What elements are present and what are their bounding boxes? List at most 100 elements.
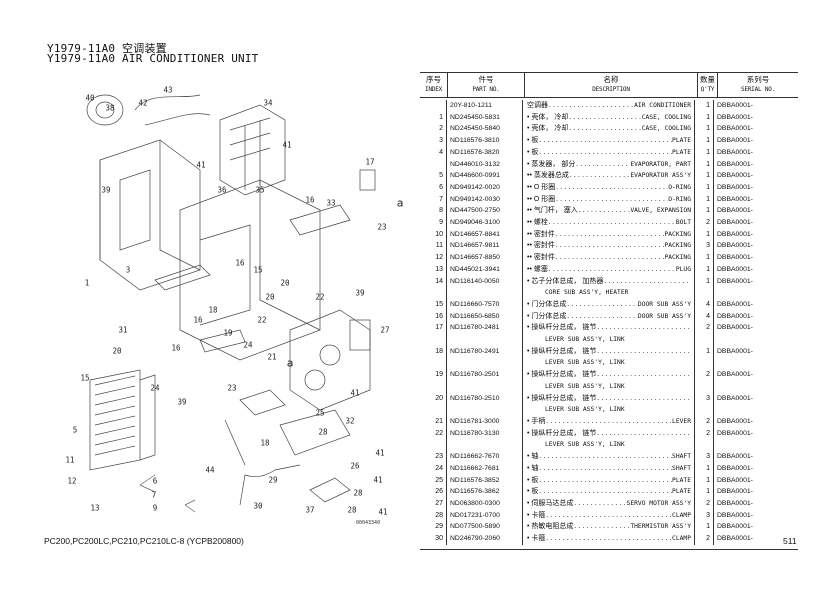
row-index: 16 <box>420 310 447 323</box>
table-row: 13 ND445021-3941 •• 螺塞PLUG 1 DBBA0001- <box>420 263 798 276</box>
dot-leader <box>569 170 630 182</box>
row-serial: DBBA0001- <box>717 511 753 519</box>
col-qty-cn: 数量 <box>700 75 715 84</box>
desc-en: SERVO MOTOR ASS'Y <box>626 499 691 507</box>
row-index <box>420 100 447 112</box>
callout-label: 39 <box>101 185 111 195</box>
table-row: 12 ND146657-8850 •• 密封件PACKING 1 DBBA000… <box>420 252 798 264</box>
diagram-drawing <box>86 94 376 513</box>
row-part-number: ND116781-3000 <box>447 415 523 428</box>
row-quantity: 1 <box>695 193 714 206</box>
col-serial-en: SERIAL NO. <box>740 86 776 93</box>
table-row: 18 ND116780-2491 • 操纵杆分总成， 链节 LEVER SUB … <box>420 345 798 370</box>
row-description: • 门分体总成DOOR SUB ASS'Y <box>523 310 695 323</box>
desc-en: THERMISTOR ASS'Y <box>630 523 691 531</box>
callout-label: 16 <box>235 258 245 268</box>
desc-en: PACKING <box>664 242 691 250</box>
table-row: 4 ND116576-3820 • 板PLATE 1 DBBA0001- <box>420 146 798 159</box>
desc-en: DOOR SUB ASS'Y <box>637 300 691 308</box>
row-serial: DBBA0001- <box>717 148 753 156</box>
row-quantity: 1 <box>695 100 714 112</box>
row-description: •• O 形圈O-RING <box>523 193 695 206</box>
desc-cn: • 轴 <box>527 453 539 461</box>
desc-cn: • 板 <box>527 488 539 496</box>
row-serial: DBBA0001- <box>717 219 753 227</box>
row-part-number: ND116780-2501 <box>447 369 523 393</box>
row-part-number: ND949142-0020 <box>447 181 523 194</box>
col-desc-cn: 名称 <box>603 75 619 84</box>
col-part-en: PART NO. <box>472 86 500 93</box>
callout-label: 41 <box>375 448 385 458</box>
row-index: 3 <box>420 135 447 147</box>
callout-label: 3 <box>125 265 131 275</box>
callout-label: 18 <box>208 305 218 315</box>
dot-leader <box>545 533 672 545</box>
row-serial: DBBA0001- <box>717 172 753 180</box>
col-serial-cn: 系列号 <box>746 75 770 84</box>
callout-label: 24 <box>243 340 253 350</box>
callout-label: a <box>396 196 404 210</box>
callout-label: 41 <box>378 507 388 517</box>
row-part-number: ND116780-3130 <box>447 427 523 452</box>
parts-table: 序号 INDEX 件号 PART NO. 名称 DESCRIPTION 数量 Q… <box>420 72 798 550</box>
callout-label: 13 <box>90 503 100 513</box>
desc-en: LEVER <box>672 417 691 425</box>
desc-en: SHAFT <box>672 464 691 472</box>
row-description: • 壳体， 冷却CASE, COOLING <box>523 111 695 124</box>
desc-en: O-RING <box>668 195 691 203</box>
thermistor <box>239 464 301 506</box>
desc-cn: •• 气门杆， 塞入 <box>527 207 578 215</box>
table-row: 9 ND949046-3100 •• 螺栓BOLT 2 DBBA0001- <box>420 217 798 229</box>
desc-cn: • 操纵杆分总成， 链节 <box>527 324 597 332</box>
row-part-number: ND146657-8841 <box>447 228 523 241</box>
callout-label: 20 <box>112 346 122 356</box>
row-description: • 轴SHAFT <box>523 451 695 463</box>
row-serial: DBBA0001- <box>717 464 753 472</box>
row-description: • 壳体， 冷却CASE, COOLING <box>523 123 695 136</box>
callout-label: 42 <box>138 98 148 108</box>
row-index: 12 <box>420 252 447 264</box>
row-quantity: 1 <box>695 228 714 241</box>
desc-cn: • 板 <box>527 148 539 156</box>
callout-label: 40 <box>85 93 95 103</box>
row-description: •• 螺栓BOLT <box>523 217 695 229</box>
col-index-header: 序号 INDEX <box>420 73 448 97</box>
desc-cn: •• 密封件 <box>527 254 555 262</box>
callout-label: 17 <box>365 157 375 167</box>
desc-cn: •• 密封件 <box>527 242 555 250</box>
shaft <box>224 419 246 466</box>
desc-cn: •• 螺栓 <box>527 219 548 227</box>
row-index: 11 <box>420 240 447 253</box>
row-part-number: ND077500-5890 <box>447 521 523 534</box>
callout-label: 43 <box>163 85 173 95</box>
row-description: •• 气门杆， 塞入VALVE, EXPANSION <box>523 205 695 218</box>
row-serial: DBBA0001- <box>717 230 753 238</box>
col-qty-en: Q'TY <box>700 86 715 93</box>
desc-en: CASE, COOLING <box>641 113 691 121</box>
desc-en: LEVER SUB ASS'Y, LINK <box>545 336 625 344</box>
table-row: 21 ND116781-3000 • 手柄LEVER 2 DBBA0001- <box>420 415 798 428</box>
callout-label: 16 <box>193 315 203 325</box>
row-quantity: 1 <box>695 170 714 182</box>
row-quantity: 2 <box>695 415 714 428</box>
callout-label: 38 <box>105 103 115 113</box>
row-serial: DBBA0001- <box>717 265 753 273</box>
row-index: 9 <box>420 217 447 229</box>
row-description: • 操纵杆分总成， 链节 LEVER SUB ASS'Y, LINK <box>523 322 695 346</box>
row-part-number: ND949142-0030 <box>447 193 523 206</box>
row-index: 6 <box>420 181 447 194</box>
callout-label: 15 <box>80 373 90 383</box>
row-part-number: ND116660-7570 <box>447 298 523 311</box>
desc-cn: • 板 <box>527 137 539 145</box>
row-index: 2 <box>420 123 447 136</box>
dot-leader <box>545 510 672 522</box>
dot-leader <box>575 159 630 171</box>
row-quantity: 1 <box>695 275 714 299</box>
desc-en: DOOR SUB ASS'Y <box>637 312 691 320</box>
desc-en: LEVER SUB ASS'Y, LINK <box>545 441 625 449</box>
table-row: 14 ND116140-0050 • 芯子分体总成， 加热器 CORE SUB … <box>420 275 798 299</box>
row-description: • 手柄LEVER <box>523 415 695 428</box>
callout-label: 41 <box>373 475 383 485</box>
callout-label: 9 <box>152 503 158 513</box>
table-row: 8 ND447500-2750 •• 气门杆， 塞入VALVE, EXPANSI… <box>420 205 798 218</box>
